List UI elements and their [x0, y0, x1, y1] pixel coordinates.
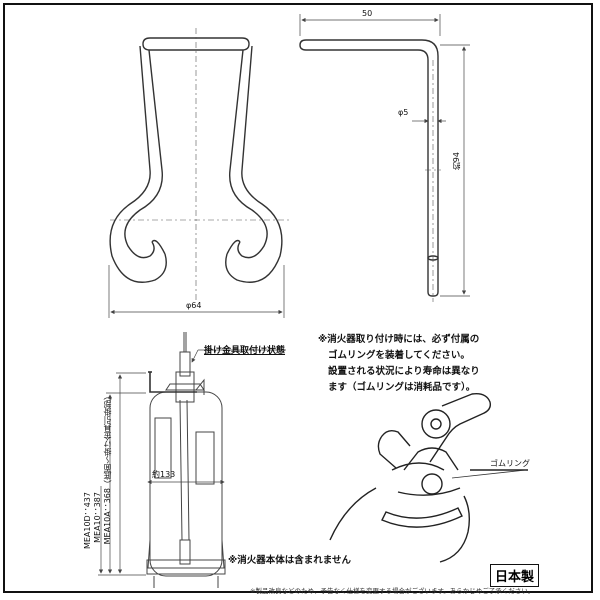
- dim-94: 約94: [452, 152, 461, 171]
- rubber-ring-label: ゴムリング: [490, 459, 530, 468]
- dim-rod-5: φ5: [398, 108, 409, 117]
- mount-note: ※消火器取り付け時には、必ず付属の ゴムリングを装着してください。 設置される状…: [318, 332, 480, 396]
- ring-leader: [451, 469, 527, 479]
- rod-side-view: [299, 39, 439, 297]
- dim-133: 約133: [152, 470, 176, 479]
- detail-ring: [381, 507, 463, 528]
- hook-front-view: [109, 37, 283, 283]
- wall-bracket: [148, 371, 197, 393]
- hook-top-bar: [142, 37, 250, 51]
- footer-note: ※製品改良などのため、予告なく仕様を変更する場合がございます。あらかじめご了承く…: [250, 587, 535, 595]
- detail-body-left: [329, 487, 377, 541]
- rubber-ring-detail: [329, 392, 528, 563]
- detail-body-right: [439, 495, 471, 563]
- rod-outline: [299, 39, 439, 297]
- hook-right-wire: [225, 45, 283, 283]
- extinguisher-not-included: ※消火器本体は含まれません: [228, 555, 351, 566]
- detail-valve: [403, 447, 459, 471]
- mounted-caption: 掛け金具取付け状態: [204, 346, 286, 356]
- hook-right-tip: [226, 239, 241, 255]
- dim-50: 50: [362, 9, 373, 18]
- dim-64: φ64: [186, 301, 202, 310]
- detail-handle: [429, 392, 492, 463]
- note-line-1: ※消火器取り付け時には、必ず付属の: [318, 334, 480, 345]
- dim-64-lines: [108, 265, 285, 318]
- height-dim-mea10a: MEA10A：368（底面～掛け金具引掛部）: [103, 392, 112, 545]
- outer-frame: [3, 3, 593, 593]
- extinguisher-outline: [146, 332, 226, 588]
- note-line-3: 設置される状況により寿命は異なり: [328, 366, 480, 377]
- made-in-japan-badge: 日本製: [490, 564, 540, 587]
- rod-dim-lines: [299, 14, 470, 297]
- note-line-4: ます（ゴムリングは消耗品です）。: [328, 382, 476, 393]
- hook-left-wire: [109, 45, 167, 283]
- detail-bracket: [377, 429, 411, 469]
- hook-centerlines: [110, 28, 290, 300]
- note-line-2: ゴムリングを装着してください。: [328, 350, 470, 361]
- rod-centerline: [425, 60, 441, 302]
- hook-left-tip: [151, 239, 166, 255]
- extinguisher-dims: [98, 349, 286, 576]
